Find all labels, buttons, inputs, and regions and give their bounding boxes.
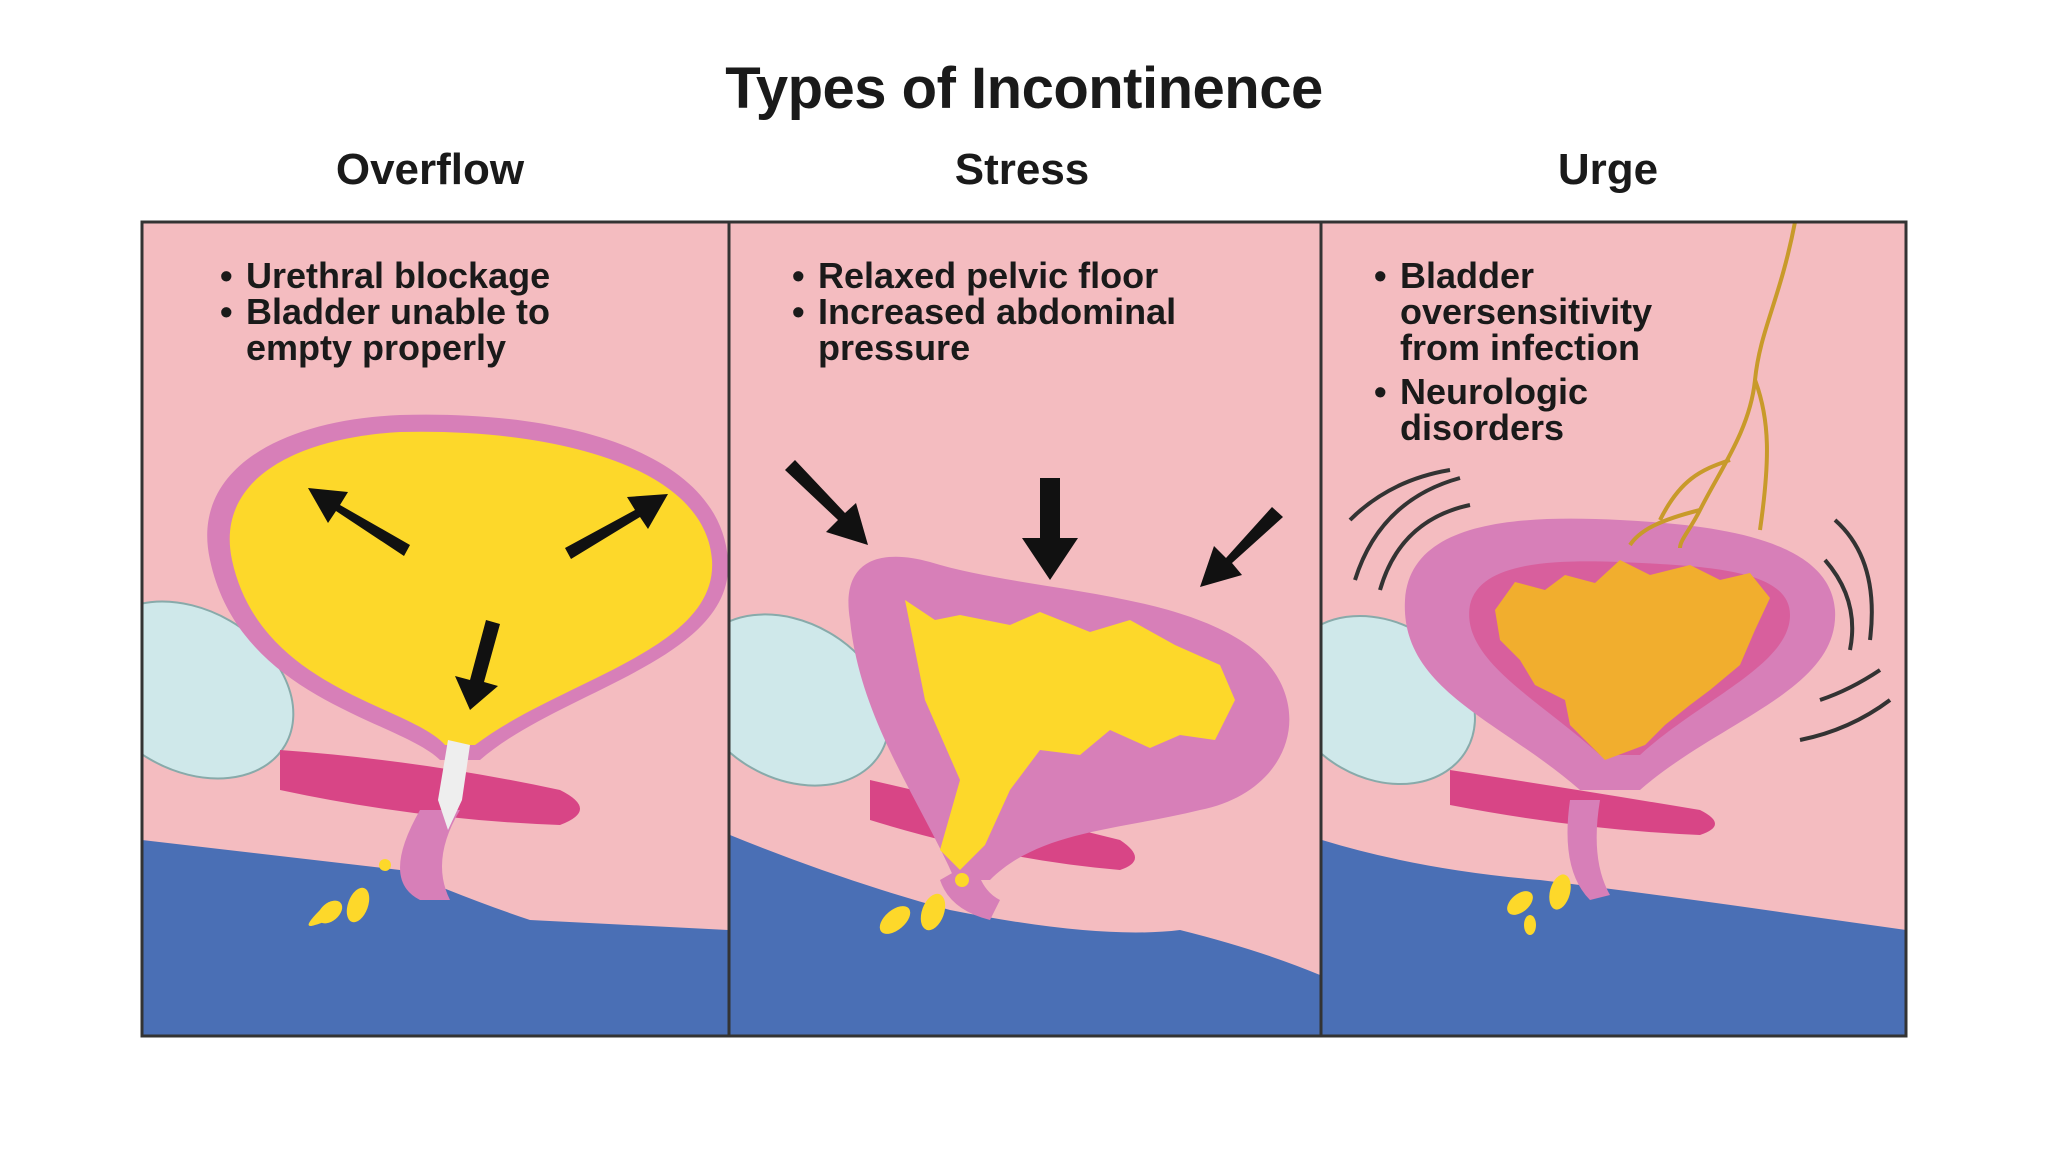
floor-region [142, 840, 728, 1036]
urethral-blockage [438, 740, 470, 830]
bullet-icon: • [792, 255, 805, 296]
urethra [1567, 800, 1610, 900]
pelvic-muscle [280, 750, 580, 825]
panel-stress [730, 222, 1320, 1036]
urine [229, 431, 713, 745]
list-item: •Urethral blockage [220, 255, 551, 296]
panel-heading-overflow: Overflow [335, 145, 525, 194]
droplet-icon [308, 859, 391, 926]
nerve-icon [1628, 222, 1797, 549]
pubic-bone [730, 613, 890, 787]
floor-region [1322, 840, 1906, 1036]
arrow-icon [308, 488, 668, 710]
bullet-icon: • [792, 291, 805, 332]
urine [1495, 560, 1770, 760]
stress-causes: •Relaxed pelvic floor •Increased abdomin… [792, 258, 1292, 366]
pubic-bone [142, 600, 295, 780]
overflow-causes: •Urethral blockage •Bladder unable to em… [220, 258, 640, 366]
bullet-icon: • [1374, 371, 1387, 412]
urine [905, 600, 1235, 870]
panel-heading-stress: Stress [954, 145, 1090, 194]
droplet-icon [879, 873, 969, 934]
bullet-icon: • [1374, 255, 1387, 296]
list-item: •Neurologic disorders [1374, 371, 1589, 448]
panel-urge [1322, 222, 1906, 1036]
panel-borders [140, 220, 1908, 1038]
floor-region [730, 835, 1320, 1036]
spasm-line-icon [1348, 468, 1892, 742]
list-item: •Relaxed pelvic floor [792, 255, 1159, 296]
arrow-icon [785, 460, 1283, 587]
list-item: •Increased abdominal pressure [792, 291, 1177, 368]
bullet-icon: • [220, 291, 233, 332]
bullet-icon: • [220, 255, 233, 296]
urge-causes: •Bladder oversensitivity from infection … [1374, 258, 1734, 446]
urethra [400, 810, 460, 900]
list-item: •Bladder oversensitivity from infection [1374, 255, 1653, 368]
diagram-title: Types of Incontinence [725, 56, 1323, 121]
droplet-icon [1507, 874, 1571, 935]
panel-heading-urge: Urge [1557, 145, 1659, 194]
panel-overflow [142, 222, 728, 1036]
list-item: •Bladder unable to empty properly [220, 291, 551, 368]
